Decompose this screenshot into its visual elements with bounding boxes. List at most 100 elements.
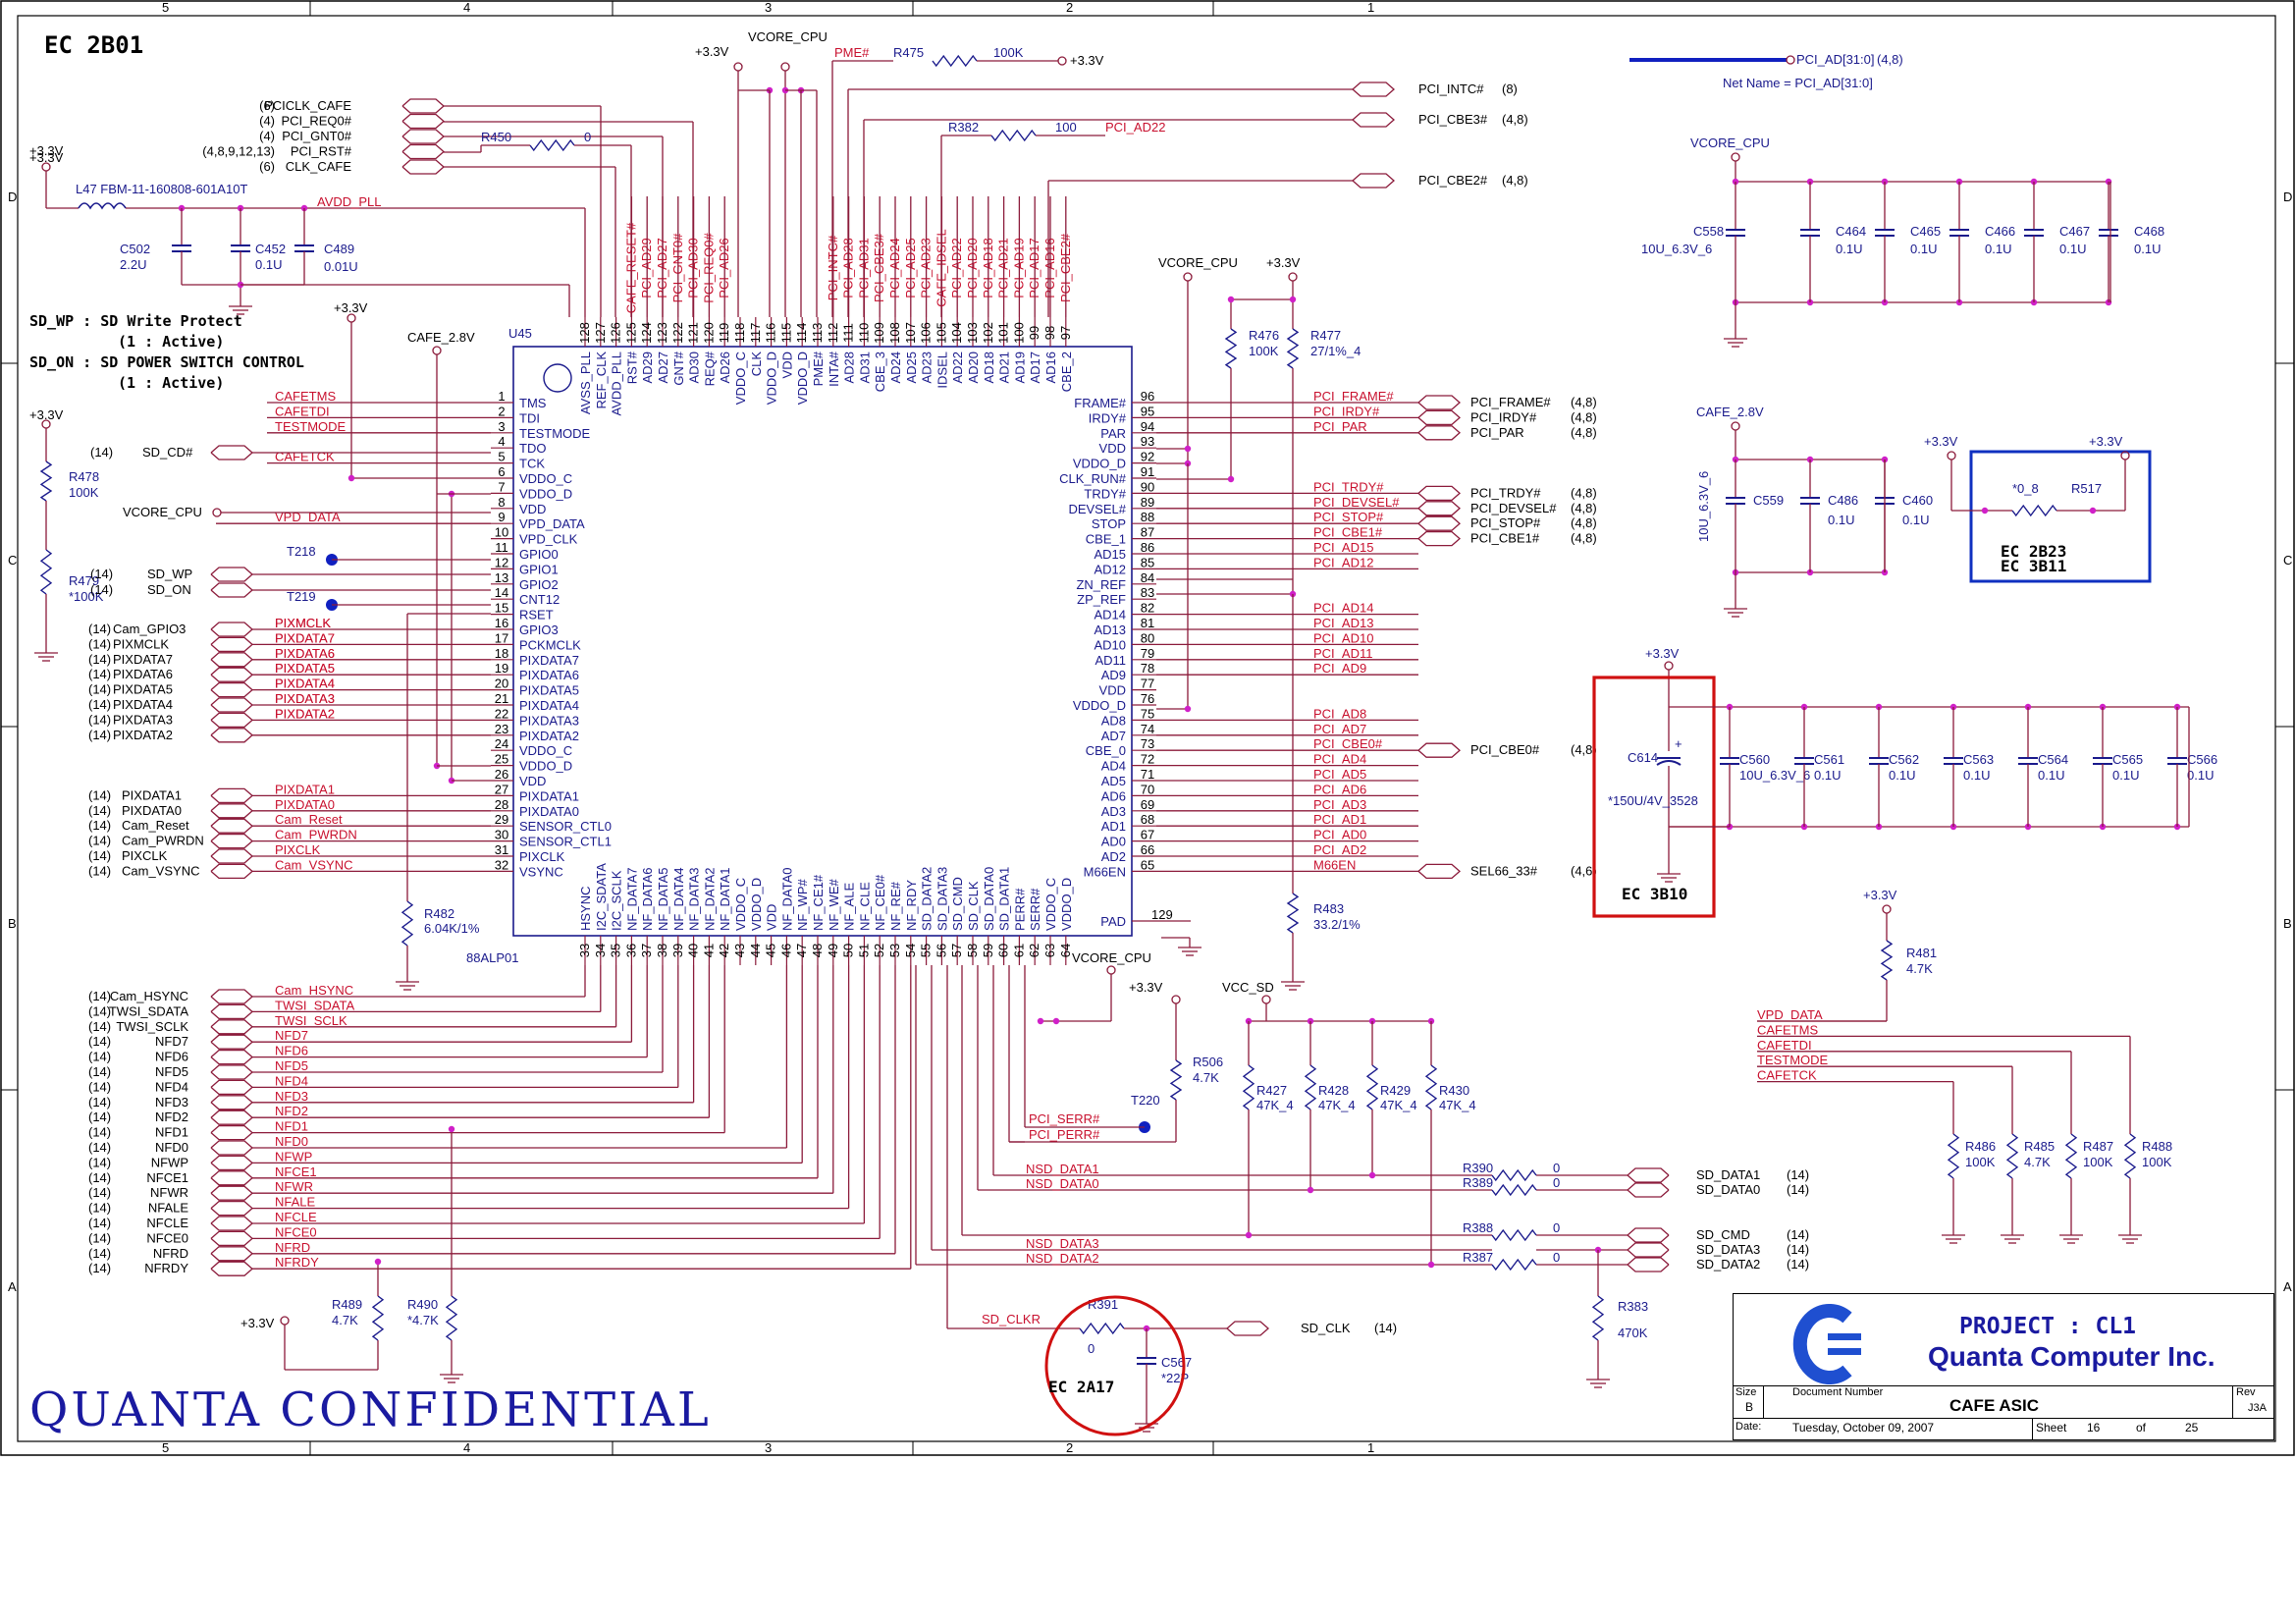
ic-pin-name: NF_DATA2 xyxy=(702,867,717,931)
ic-pin-number: 76 xyxy=(1141,691,1154,706)
value-label: 47K_4 xyxy=(1439,1098,1476,1112)
ic-pin-number: 64 xyxy=(1058,944,1073,957)
refdes-label: R383 xyxy=(1618,1299,1648,1314)
port-name: PCI_STOP# xyxy=(1470,515,1541,530)
net-label: PCI_AD10 xyxy=(1313,630,1373,645)
port-ref: (14) xyxy=(88,1246,111,1261)
ic-pin-number: 20 xyxy=(495,677,508,691)
port-ref: (14) xyxy=(1787,1167,1809,1182)
port-name: SD_CLK xyxy=(1301,1321,1351,1335)
port-ref: (14) xyxy=(88,652,111,667)
port-name: PCI_RST# xyxy=(291,144,352,159)
ic-pin-number: 60 xyxy=(996,944,1011,957)
net-label: PCI_STOP# xyxy=(1313,510,1384,524)
port-ref: (14) xyxy=(88,1140,111,1155)
ic-pin-number: 84 xyxy=(1141,570,1154,585)
value-label: 0.1U xyxy=(2112,768,2139,783)
net-label: PME# xyxy=(834,45,870,60)
ic-pin-name: TCK xyxy=(519,457,545,471)
port-name: TWSI_SCLK xyxy=(116,1019,188,1034)
value-label: 27/1%_4 xyxy=(1310,344,1361,358)
port-name: SD_DATA2 xyxy=(1696,1257,1760,1272)
port-ref: (4,8) xyxy=(1571,485,1597,500)
port-ref: (14) xyxy=(90,567,113,581)
ic-pin-name: VDDO_D xyxy=(1073,698,1126,713)
net-label: NFCE1 xyxy=(275,1164,317,1179)
resistor-icon xyxy=(1242,1064,1255,1110)
ic-pin-name: AD17 xyxy=(1028,352,1042,384)
port-ref: (14) xyxy=(88,1185,111,1200)
ic-pin-name: VDDO_D xyxy=(749,878,764,931)
ic-pin-name: STOP xyxy=(1092,516,1126,531)
ic-pin-number: 42 xyxy=(717,944,731,957)
border-column-label: 2 xyxy=(1066,1440,1073,1455)
refdes-label: R479 xyxy=(69,573,99,588)
port-ref: (14) xyxy=(88,848,111,863)
port-ref: (14) xyxy=(88,682,111,697)
camera-port xyxy=(210,833,253,849)
sheet-total: 25 xyxy=(2185,1421,2199,1435)
port-name: SD_CD# xyxy=(142,445,193,460)
ic-pin-name: PIXDATA4 xyxy=(519,698,579,713)
ic-pin-number: 89 xyxy=(1141,495,1154,510)
test-point-label: T220 xyxy=(1131,1093,1160,1108)
date-value: Tuesday, October 09, 2007 xyxy=(1792,1421,1935,1435)
net-label: PIXDATA5 xyxy=(275,661,335,676)
border-row-label: C xyxy=(2283,553,2292,568)
ic-pin-name: VSYNC xyxy=(519,864,563,879)
power-label: CAFE_2.8V xyxy=(407,330,475,345)
port-name: NFWR xyxy=(150,1185,188,1200)
ic-pin-name: CBE_1 xyxy=(1086,532,1126,547)
pci-port xyxy=(1417,515,1461,531)
junction-dot xyxy=(1184,705,1192,713)
of-label: of xyxy=(2136,1421,2147,1435)
border-row-label: C xyxy=(8,553,17,568)
power-label: +3.3V xyxy=(1645,646,1680,661)
port-ref: (4,8) xyxy=(1571,395,1597,409)
ic-pin-name: NF_CE1# xyxy=(811,874,826,931)
sd-cd-port xyxy=(210,445,253,460)
resistor-icon xyxy=(1286,893,1300,934)
ic-pin-name: I2C_SDATA xyxy=(594,863,609,931)
ec-highlight-box xyxy=(1592,676,1716,918)
nand-port xyxy=(210,1079,253,1096)
port-ref: (14) xyxy=(88,667,111,681)
ic-pin-number: 49 xyxy=(826,944,840,957)
nand-port xyxy=(210,1140,253,1156)
power-label: +3.3V xyxy=(1266,255,1301,270)
ic-pin-number: 40 xyxy=(686,944,701,957)
value-label: 47K_4 xyxy=(1380,1098,1417,1112)
nand-port xyxy=(210,1185,253,1201)
port-name: SEL66_33# xyxy=(1470,863,1538,878)
port-ref: (4,8) xyxy=(1571,531,1597,546)
camera-port xyxy=(210,848,253,864)
ic-pin-number: 30 xyxy=(495,828,508,842)
power-label: VCORE_CPU xyxy=(748,29,828,44)
port-ref: (6) xyxy=(259,159,275,174)
ic-pin-name: SD_DATA2 xyxy=(920,867,934,931)
ic-pin-number: 28 xyxy=(495,797,508,812)
junction-dot xyxy=(1037,1017,1044,1025)
port-name: PCI_CBE2# xyxy=(1418,173,1488,188)
net-label: PIXDATA4 xyxy=(275,677,335,691)
value-label: 4.7K xyxy=(1193,1070,1219,1085)
port-ref: (14) xyxy=(88,1125,111,1140)
ic-pin-name: AD0 xyxy=(1101,835,1126,849)
resistor-icon xyxy=(1224,328,1238,369)
ic-pin-number: 72 xyxy=(1141,752,1154,767)
ic-pin-number: 70 xyxy=(1141,782,1154,796)
port-name: SD_ON xyxy=(147,582,191,597)
sheet-frame xyxy=(0,0,2295,1456)
pci-port xyxy=(401,113,445,130)
port-ref: (14) xyxy=(88,834,111,848)
net-label: PCI_AD7 xyxy=(1313,722,1366,736)
value-label: 0 xyxy=(1553,1161,1560,1175)
power-label: VCORE_CPU xyxy=(1690,135,1770,150)
power-ring xyxy=(432,346,442,355)
junction-dot xyxy=(1427,1261,1435,1269)
net-label: PIXDATA4 xyxy=(275,677,335,691)
refdes-label: C486 xyxy=(1828,493,1858,508)
port-ref: (6) xyxy=(259,98,275,113)
pci-port xyxy=(1417,425,1461,441)
power-ring xyxy=(1106,965,1116,975)
